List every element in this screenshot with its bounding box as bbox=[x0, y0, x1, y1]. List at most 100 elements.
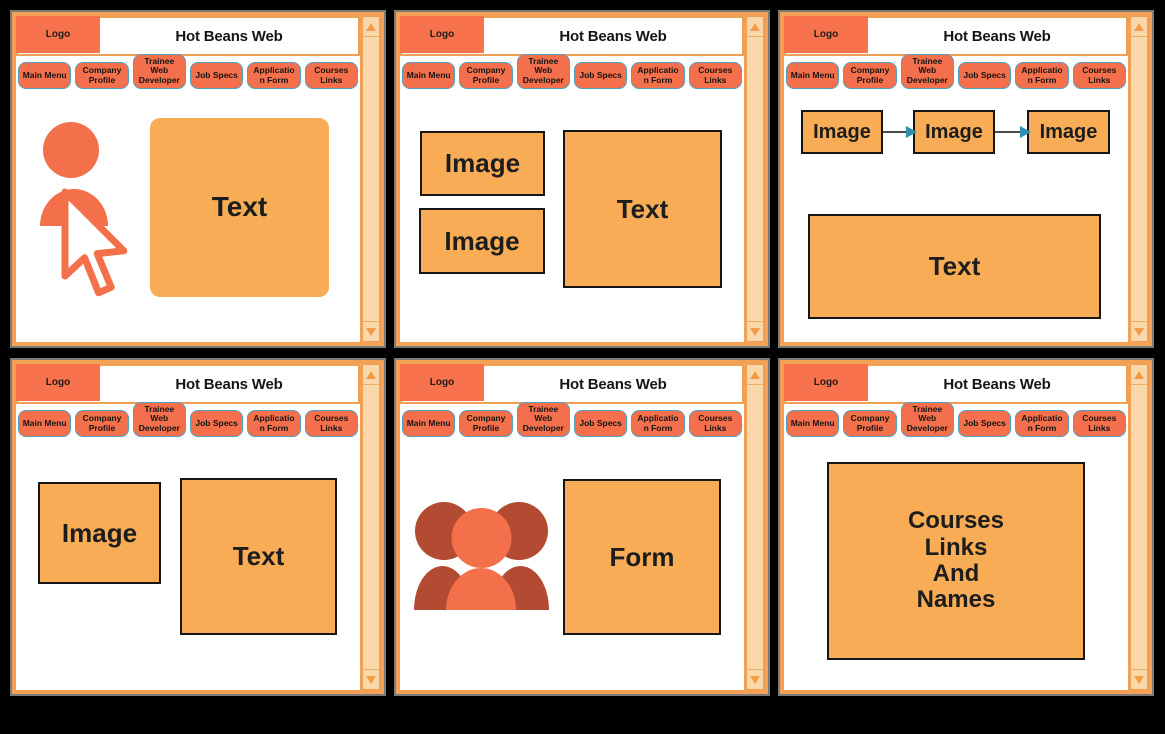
logo-box[interactable]: Logo bbox=[784, 16, 868, 53]
nav-button-job-specs[interactable]: Job Specs bbox=[957, 410, 1012, 437]
nav-button-company-profile[interactable]: Company Profile bbox=[459, 410, 513, 437]
scrollbar[interactable] bbox=[362, 16, 380, 342]
scroll-down-icon bbox=[366, 675, 376, 684]
wireframe-panel-job-specs: Logo Hot Beans Web Main Menu Company Pro… bbox=[10, 358, 386, 696]
nav-button-courses-links[interactable]: Courses Links bbox=[1072, 62, 1126, 89]
person-cursor-icon bbox=[40, 122, 128, 297]
wireframe-panel-company-profile: Logo Hot Beans Web Main Menu Company Pro… bbox=[394, 10, 770, 348]
nav-button-application-form[interactable]: Applicatio n Form bbox=[1015, 62, 1069, 89]
nav-bar: Main Menu Company Profile Trainee Web De… bbox=[400, 401, 744, 437]
nav-button-main-menu[interactable]: Main Menu bbox=[18, 410, 72, 437]
nav-button-company-profile[interactable]: Company Profile bbox=[459, 62, 513, 89]
team-icon bbox=[414, 502, 549, 610]
nav-bar: Main Menu Company Profile Trainee Web De… bbox=[784, 401, 1128, 437]
page-title: Hot Beans Web bbox=[943, 27, 1051, 45]
nav-button-trainee-web-developer[interactable]: Trainee Web Developer bbox=[132, 53, 186, 89]
page-title: Hot Beans Web bbox=[175, 27, 283, 45]
nav-button-job-specs[interactable]: Job Specs bbox=[957, 62, 1012, 89]
nav-button-main-menu[interactable]: Main Menu bbox=[402, 410, 456, 437]
scrollbar[interactable] bbox=[1130, 16, 1148, 342]
nav-button-trainee-web-developer[interactable]: Trainee Web Developer bbox=[132, 401, 186, 437]
scroll-up-button[interactable] bbox=[747, 17, 763, 37]
scrollbar[interactable] bbox=[1130, 364, 1148, 690]
scroll-up-icon bbox=[750, 370, 760, 379]
scroll-down-button[interactable] bbox=[363, 669, 379, 689]
logo-box[interactable]: Logo bbox=[16, 16, 100, 53]
page-stage: Courses Links And Names bbox=[784, 364, 1128, 690]
browser-content: Logo Hot Beans Web Main Menu Company Pro… bbox=[784, 364, 1128, 690]
courses-links-placeholder: Courses Links And Names bbox=[827, 462, 1085, 660]
scroll-up-icon bbox=[1134, 22, 1144, 31]
logo-box[interactable]: Logo bbox=[16, 364, 100, 401]
nav-button-job-specs[interactable]: Job Specs bbox=[189, 62, 244, 89]
text-placeholder: Text bbox=[150, 118, 329, 297]
nav-button-trainee-web-developer[interactable]: Trainee Web Developer bbox=[516, 53, 570, 89]
scroll-up-button[interactable] bbox=[747, 365, 763, 385]
scrollbar[interactable] bbox=[746, 16, 764, 342]
nav-button-company-profile[interactable]: Company Profile bbox=[75, 410, 129, 437]
image-placeholder: Image bbox=[801, 110, 883, 154]
nav-button-courses-links[interactable]: Courses Links bbox=[304, 62, 358, 89]
scroll-down-button[interactable] bbox=[363, 321, 379, 341]
scrollbar[interactable] bbox=[746, 364, 764, 690]
nav-button-main-menu[interactable]: Main Menu bbox=[402, 62, 456, 89]
logo-box[interactable]: Logo bbox=[400, 364, 484, 401]
wireframe-panel-application-form: Logo Hot Beans Web Main Menu Company Pro… bbox=[394, 358, 770, 696]
nav-button-application-form[interactable]: Applicatio n Form bbox=[1015, 410, 1069, 437]
site-header: Logo Hot Beans Web bbox=[784, 16, 1128, 56]
nav-button-company-profile[interactable]: Company Profile bbox=[843, 62, 897, 89]
text-placeholder: Text bbox=[563, 130, 722, 288]
nav-button-application-form[interactable]: Applicatio n Form bbox=[247, 62, 301, 89]
scroll-up-button[interactable] bbox=[1131, 365, 1147, 385]
nav-button-trainee-web-developer[interactable]: Trainee Web Developer bbox=[900, 53, 954, 89]
nav-button-main-menu[interactable]: Main Menu bbox=[786, 62, 840, 89]
nav-button-main-menu[interactable]: Main Menu bbox=[18, 62, 72, 89]
page-stage: Text bbox=[16, 16, 360, 342]
image-placeholder: Image bbox=[38, 482, 161, 584]
storyboard-grid: Logo Hot Beans Web Main Menu Company Pro… bbox=[10, 10, 1154, 696]
scroll-down-button[interactable] bbox=[1131, 321, 1147, 341]
logo-box[interactable]: Logo bbox=[784, 364, 868, 401]
scroll-down-icon bbox=[366, 327, 376, 336]
scrollbar[interactable] bbox=[362, 364, 380, 690]
nav-button-trainee-web-developer[interactable]: Trainee Web Developer bbox=[900, 401, 954, 437]
form-placeholder: Form bbox=[563, 479, 721, 635]
scroll-down-button[interactable] bbox=[747, 321, 763, 341]
nav-button-application-form[interactable]: Applicatio n Form bbox=[247, 410, 301, 437]
browser-content: Logo Hot Beans Web Main Menu Company Pro… bbox=[400, 16, 744, 342]
scroll-down-button[interactable] bbox=[747, 669, 763, 689]
nav-bar: Main Menu Company Profile Trainee Web De… bbox=[16, 53, 360, 89]
scroll-up-button[interactable] bbox=[363, 17, 379, 37]
scroll-down-icon bbox=[750, 675, 760, 684]
text-placeholder: Text bbox=[808, 214, 1101, 319]
text-placeholder: Text bbox=[180, 478, 337, 635]
scroll-up-icon bbox=[366, 370, 376, 379]
nav-button-main-menu[interactable]: Main Menu bbox=[786, 410, 840, 437]
browser-content: Logo Hot Beans Web Main Menu Company Pro… bbox=[16, 16, 360, 342]
nav-button-job-specs[interactable]: Job Specs bbox=[189, 410, 244, 437]
nav-button-courses-links[interactable]: Courses Links bbox=[1072, 410, 1126, 437]
nav-bar: Main Menu Company Profile Trainee Web De… bbox=[784, 53, 1128, 89]
nav-button-courses-links[interactable]: Courses Links bbox=[688, 62, 742, 89]
site-header: Logo Hot Beans Web bbox=[16, 16, 360, 56]
site-header: Logo Hot Beans Web bbox=[400, 16, 744, 56]
browser-content: Logo Hot Beans Web Main Menu Company Pro… bbox=[400, 364, 744, 690]
wireframe-panel-courses-links: Logo Hot Beans Web Main Menu Company Pro… bbox=[778, 358, 1154, 696]
site-header: Logo Hot Beans Web bbox=[400, 364, 744, 404]
nav-button-courses-links[interactable]: Courses Links bbox=[688, 410, 742, 437]
nav-button-company-profile[interactable]: Company Profile bbox=[843, 410, 897, 437]
nav-button-trainee-web-developer[interactable]: Trainee Web Developer bbox=[516, 401, 570, 437]
nav-button-application-form[interactable]: Applicatio n Form bbox=[631, 410, 685, 437]
image-placeholder: Image bbox=[419, 208, 545, 274]
nav-button-courses-links[interactable]: Courses Links bbox=[304, 410, 358, 437]
page-title: Hot Beans Web bbox=[559, 375, 667, 393]
scroll-up-button[interactable] bbox=[363, 365, 379, 385]
nav-button-company-profile[interactable]: Company Profile bbox=[75, 62, 129, 89]
nav-button-application-form[interactable]: Applicatio n Form bbox=[631, 62, 685, 89]
nav-button-job-specs[interactable]: Job Specs bbox=[573, 410, 628, 437]
logo-box[interactable]: Logo bbox=[400, 16, 484, 53]
scroll-up-button[interactable] bbox=[1131, 17, 1147, 37]
scroll-down-button[interactable] bbox=[1131, 669, 1147, 689]
nav-button-job-specs[interactable]: Job Specs bbox=[573, 62, 628, 89]
